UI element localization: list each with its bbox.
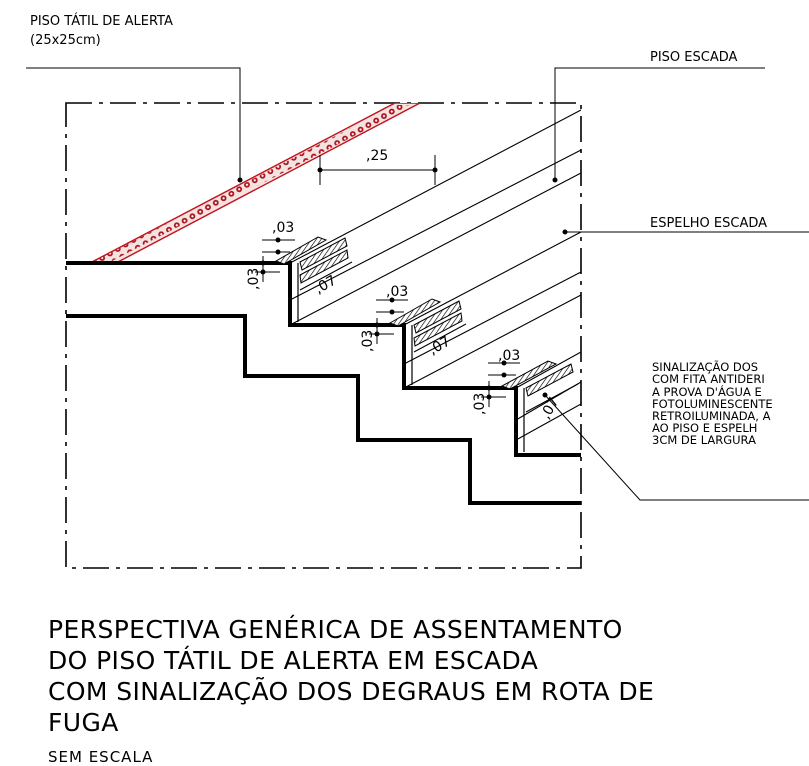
note-line: AO PISO E ESPELH xyxy=(652,421,757,435)
caption: PERSPECTIVA GENÉRICA DE ASSENTAMENTO DO … xyxy=(48,614,654,738)
note-line: 3CM DE LARGURA xyxy=(652,433,756,447)
dimension-dots xyxy=(260,167,548,400)
dim-stripe-length: ,07 xyxy=(538,395,563,422)
stair-profile-back xyxy=(66,314,581,505)
leader-lines xyxy=(26,67,809,501)
note-line: FOTOLUMINESCENTE xyxy=(652,397,773,411)
tactile-dots xyxy=(95,105,414,261)
tactile-title-label: PISO TÁTIL DE ALERTA xyxy=(30,13,173,29)
caption-line: FUGA xyxy=(48,708,119,737)
note-line: COM FITA ANTIDERI xyxy=(652,372,765,386)
caption-line: COM SINALIZAÇÃO DOS DEGRAUS EM ROTA DE xyxy=(48,677,655,706)
scale-note: SEM ESCALA xyxy=(48,748,154,766)
dim-stripe-width-rotated: ,03 xyxy=(472,393,488,415)
stripe-note: SINALIZAÇÃO DOS COM FITA ANTIDERI A PROV… xyxy=(652,359,773,447)
drawing-frame xyxy=(65,102,582,569)
tactile-size-label: (25x25cm) xyxy=(30,33,101,48)
dim-stripe-width: ,03 xyxy=(498,348,520,364)
note-line: RETROILUMINADA, A xyxy=(652,409,771,423)
stair-profile-front xyxy=(66,261,581,457)
dim-stripe-width-rotated: ,03 xyxy=(246,268,262,290)
dim-stripe-width: ,03 xyxy=(272,220,294,236)
note-line: SINALIZAÇÃO DOS xyxy=(652,359,758,374)
leader-dot-floor xyxy=(552,177,558,183)
antislip-stripes xyxy=(274,236,574,397)
dim-stripe-width-rotated: ,03 xyxy=(360,330,376,352)
dim-tactile-width: ,25 xyxy=(366,148,388,164)
riser-inner-edges xyxy=(297,263,525,452)
caption-line: DO PISO TÁTIL DE ALERTA EM ESCADA xyxy=(48,646,539,675)
stair-floor-label: PISO ESCADA xyxy=(650,50,738,65)
caption-line: PERSPECTIVA GENÉRICA DE ASSENTAMENTO xyxy=(48,615,623,644)
note-line: A PROVA D'ÁGUA E xyxy=(652,384,762,399)
stair-riser-label: ESPELHO ESCADA xyxy=(650,216,767,231)
dim-stripe-width: ,03 xyxy=(386,284,408,300)
leader-dot-riser xyxy=(562,229,568,235)
leader-dot-tactile xyxy=(237,177,243,183)
